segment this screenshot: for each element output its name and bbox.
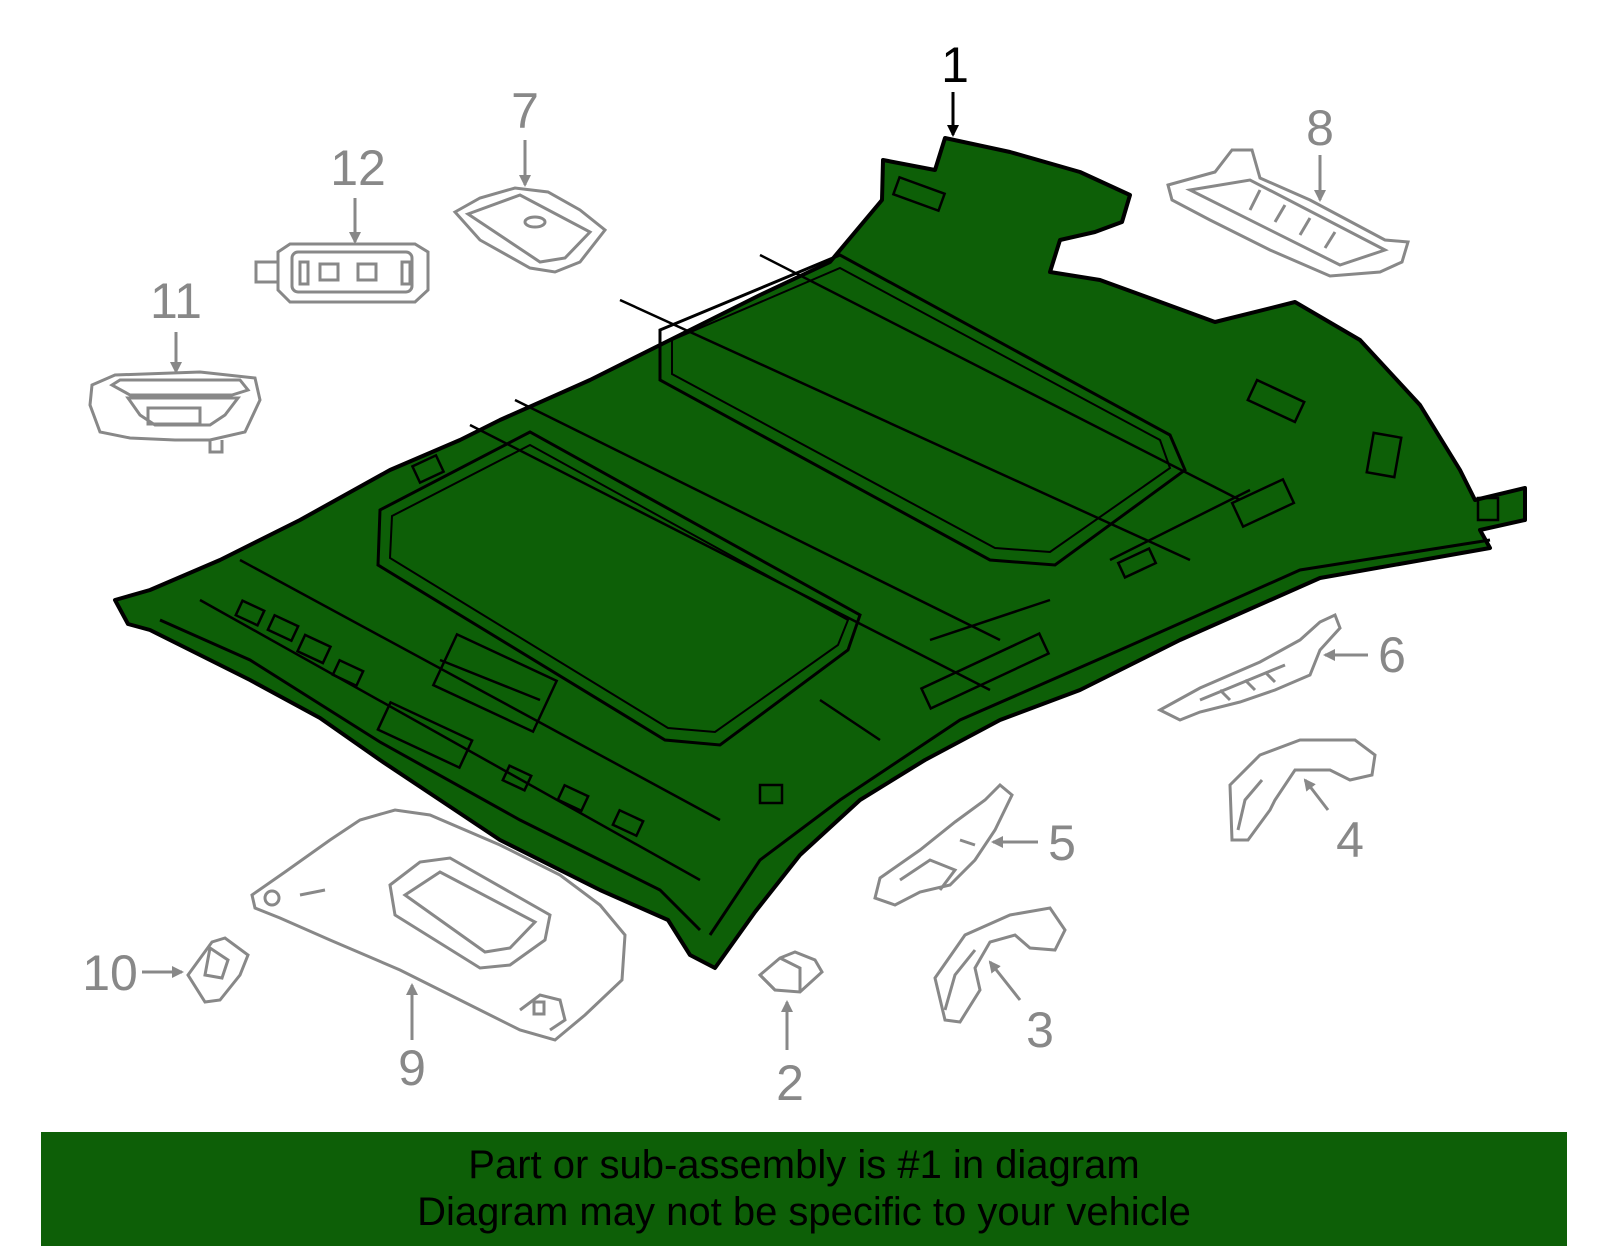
- callout-labels: 1 2 3 4 5 6 7 8 9 10 11 12: [82, 37, 1406, 1111]
- grab-handle-part-3[interactable]: [933, 906, 1067, 1024]
- callout-12: 12: [330, 140, 386, 196]
- lamp-part-8[interactable]: [1166, 148, 1410, 278]
- callout-1: 1: [941, 37, 969, 93]
- callout-6: 6: [1378, 627, 1406, 683]
- grab-handle-part-4[interactable]: [1228, 738, 1377, 842]
- callout-5: 5: [1048, 815, 1076, 871]
- callout-11: 11: [150, 273, 202, 329]
- lamp-part-7[interactable]: [452, 186, 608, 274]
- leader-4: [1303, 778, 1330, 811]
- callout-10: 10: [82, 945, 138, 1001]
- banner-line-1: Part or sub-assembly is #1 in diagram: [468, 1143, 1140, 1187]
- callout-2: 2: [776, 1055, 804, 1111]
- leader-3: [988, 960, 1022, 1001]
- dome-lamp-part-12[interactable]: [254, 242, 430, 304]
- callout-3: 3: [1026, 1002, 1054, 1058]
- bracket-part-6[interactable]: [1156, 612, 1342, 722]
- info-banner: Part or sub-assembly is #1 in diagram Di…: [41, 1132, 1567, 1246]
- callout-9: 9: [398, 1040, 426, 1096]
- callout-7: 7: [511, 83, 539, 139]
- sun-visor-part-9[interactable]: [250, 808, 627, 1042]
- clip-part-2[interactable]: [757, 950, 824, 994]
- headliner-part[interactable]: [113, 136, 1527, 970]
- callout-8: 8: [1306, 100, 1334, 156]
- callout-4: 4: [1336, 812, 1364, 868]
- bracket-part-5[interactable]: [873, 782, 1014, 907]
- banner-line-2: Diagram may not be specific to your vehi…: [417, 1190, 1191, 1234]
- callout-leaders: [142, 92, 1368, 1050]
- clip-part-10[interactable]: [186, 936, 250, 1004]
- overhead-console-part-11[interactable]: [88, 370, 262, 454]
